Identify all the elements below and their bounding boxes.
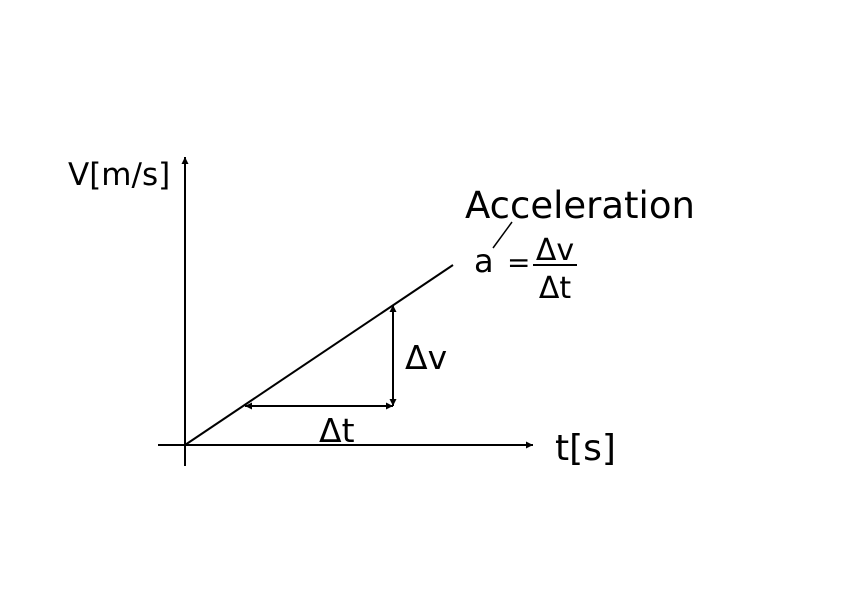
- velocity-line: [184, 264, 454, 446]
- formula-equals: =: [507, 246, 530, 279]
- annotation-leader: [492, 221, 513, 249]
- delta-v-label: Δv: [405, 338, 447, 377]
- formula-denominator: Δt: [539, 271, 572, 306]
- y-axis-label: V[m/s]: [68, 157, 170, 193]
- annotation-title: Acceleration: [465, 184, 695, 227]
- x-axis-label: t[s]: [555, 428, 616, 469]
- delta-t-label: Δt: [319, 411, 355, 450]
- formula-numerator: Δv: [536, 233, 574, 268]
- formula-lhs: a: [474, 242, 494, 280]
